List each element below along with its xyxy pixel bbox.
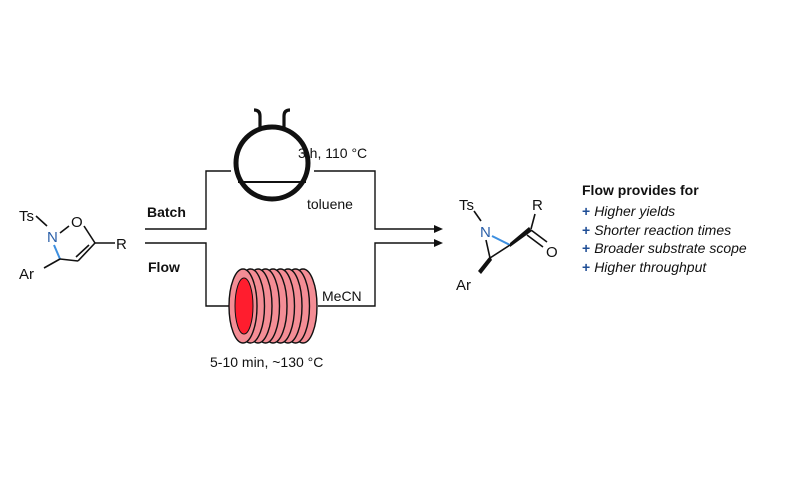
reactant-ar-label: Ar — [19, 266, 34, 283]
round-bottom-flask-icon — [233, 108, 311, 202]
batch-label: Batch — [147, 204, 186, 220]
flow-label: Flow — [148, 259, 180, 275]
batch-conditions: 3 h, 110 °C — [298, 145, 367, 161]
batch-arrowhead — [434, 225, 443, 233]
flow-conditions: 5-10 min, ~130 °C — [210, 354, 323, 370]
benefit-item: +Higher throughput — [582, 258, 747, 277]
benefit-bullet: + — [582, 240, 591, 256]
flow-solvent: MeCN — [322, 288, 362, 304]
benefit-item: +Broader substrate scope — [582, 239, 747, 258]
reactant-o-label: O — [71, 214, 83, 231]
benefit-text: Higher yields — [594, 203, 676, 219]
benefits-title: Flow provides for — [582, 182, 699, 198]
benefit-item: +Shorter reaction times — [582, 221, 747, 240]
benefit-text: Broader substrate scope — [594, 240, 747, 256]
pathway-lines — [145, 170, 438, 307]
reactant-r-label: R — [116, 236, 127, 253]
product-n-label: N — [480, 224, 491, 241]
benefit-bullet: + — [582, 221, 591, 238]
reactant-isoxazoline: Ts N O R Ar — [19, 208, 127, 283]
benefit-text: Shorter reaction times — [594, 221, 732, 238]
coil-core — [234, 277, 254, 335]
benefit-bullet: + — [582, 203, 591, 219]
product-ts-label: Ts — [459, 197, 474, 214]
benefit-item: +Higher yields — [582, 202, 747, 221]
reactant-ts-label: Ts — [19, 208, 34, 225]
flow-coil-reactor-icon — [228, 268, 318, 344]
product-ar-label: Ar — [456, 277, 471, 294]
product-o-label: O — [546, 244, 558, 261]
reactant-n-label: N — [47, 229, 58, 246]
batch-solvent: toluene — [307, 196, 353, 212]
product-r-label: R — [532, 197, 543, 214]
benefit-bullet: + — [582, 258, 591, 275]
benefit-text: Higher throughput — [594, 258, 707, 275]
product-aziridine: Ts N R O Ar — [456, 197, 558, 294]
flow-benefits-list: Flow provides for +Higher yields +Shorte… — [582, 182, 747, 276]
flow-arrowhead — [434, 239, 443, 247]
